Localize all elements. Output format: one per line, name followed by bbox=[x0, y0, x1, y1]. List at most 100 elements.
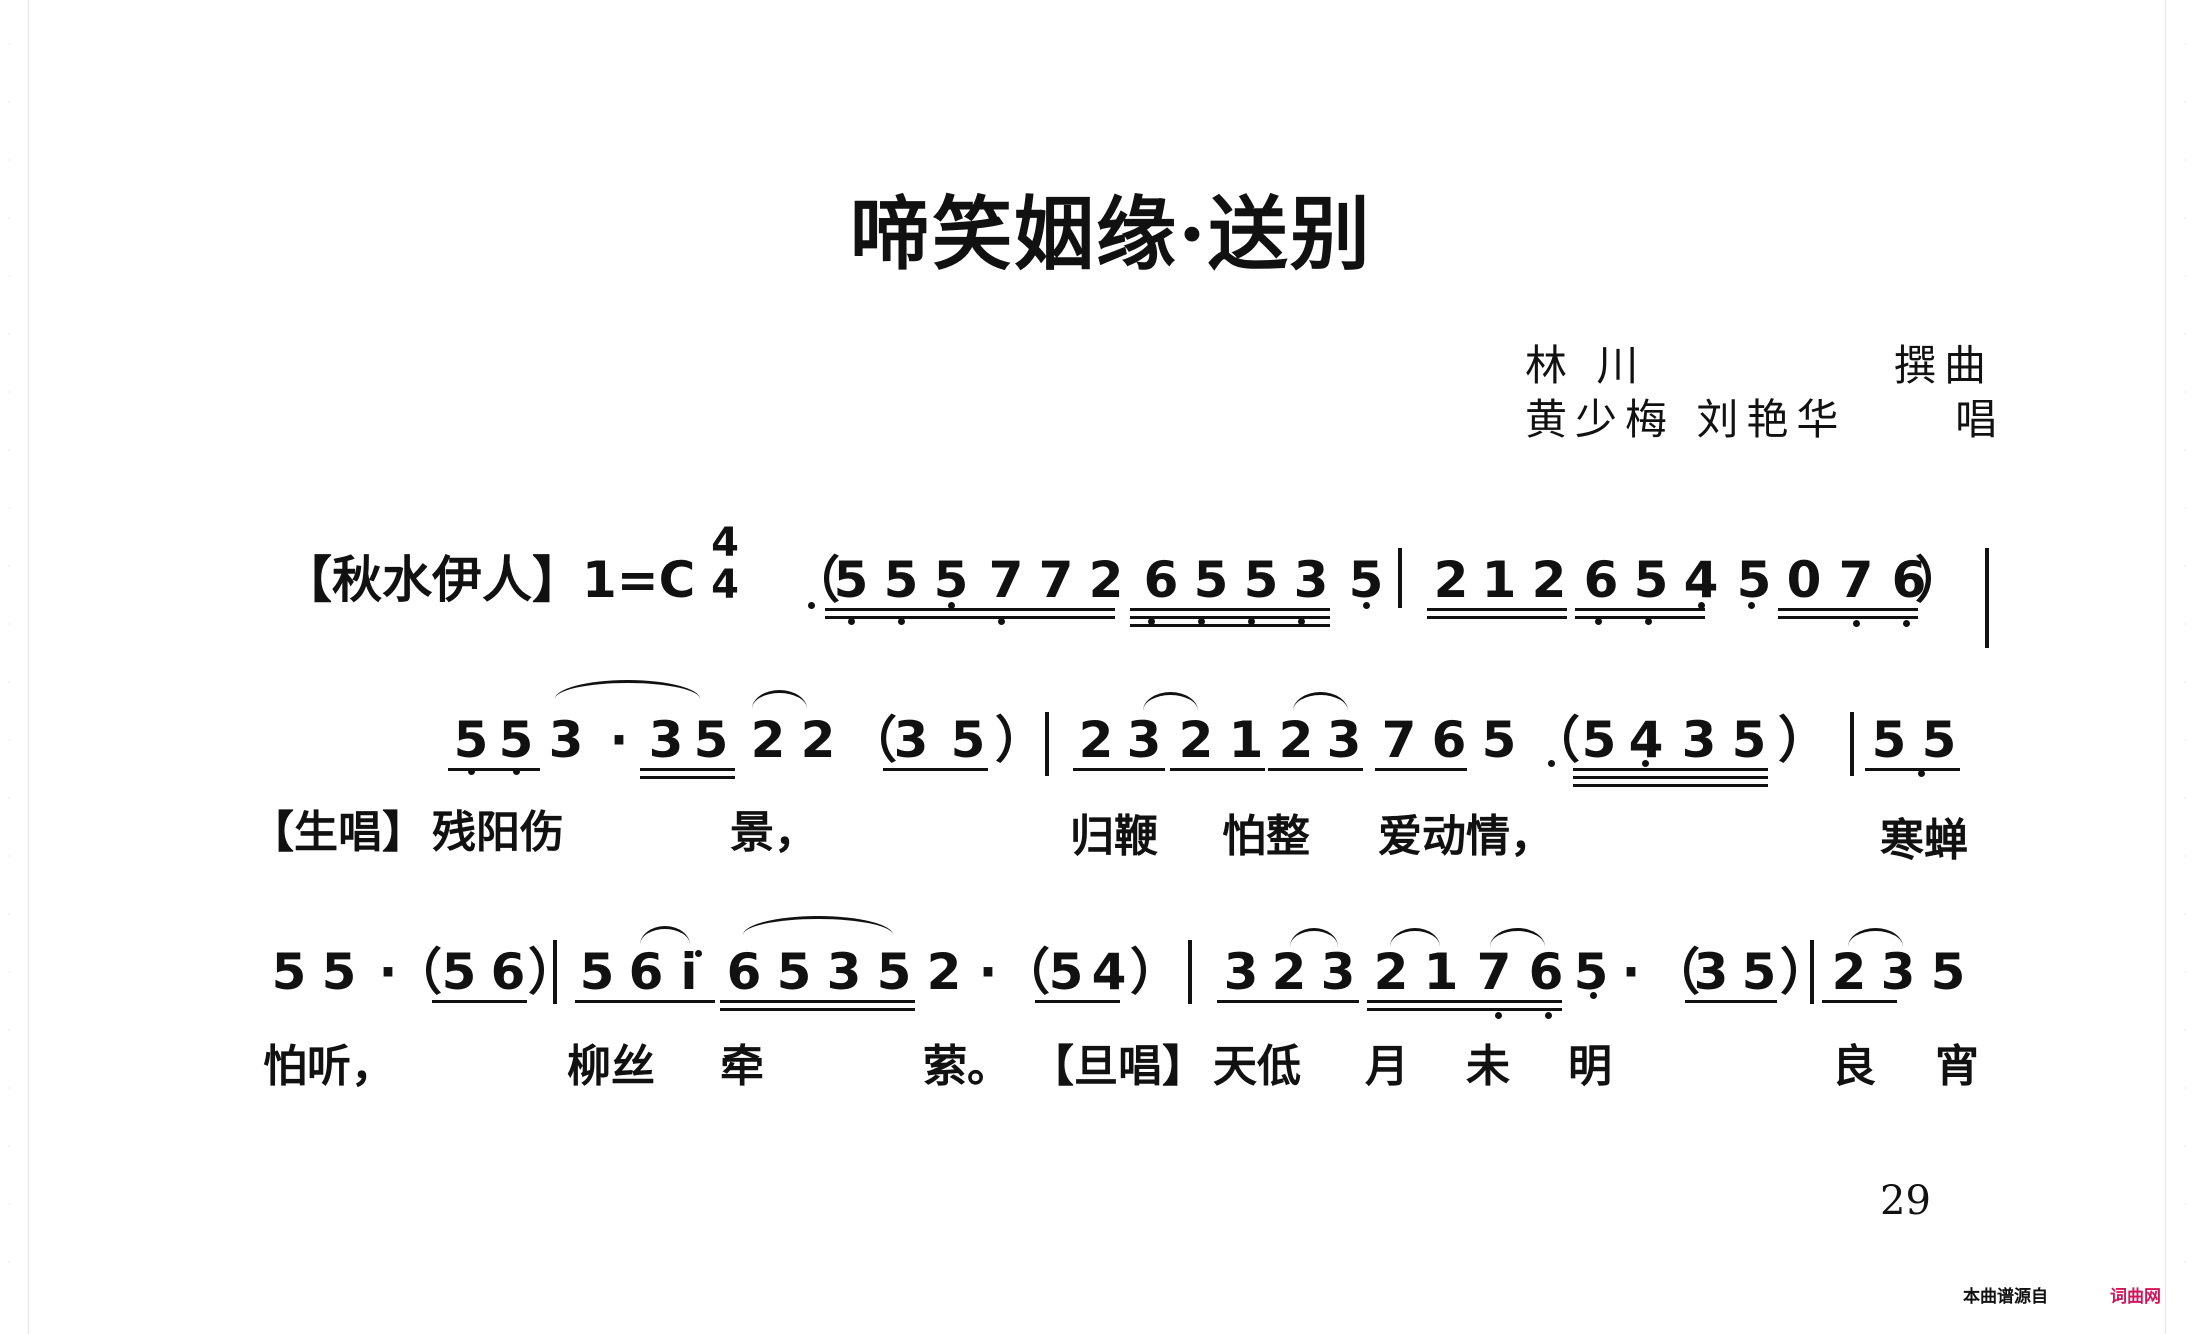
beam-line bbox=[1367, 1008, 1562, 1011]
margin-watermark: · bbox=[2183, 1258, 2187, 1267]
margin-watermark: · bbox=[7, 968, 11, 977]
beam-line bbox=[1130, 608, 1330, 611]
slur-arc bbox=[1848, 928, 1903, 947]
slur-arc bbox=[743, 916, 893, 935]
margin-watermark: · bbox=[7, 1084, 11, 1093]
beam-line bbox=[1427, 616, 1567, 619]
note-glyph: 6 bbox=[628, 943, 664, 1001]
lyric: 归鞭 bbox=[1070, 811, 1158, 862]
octave-dot bbox=[1545, 1012, 1552, 1019]
lyric: 明 bbox=[1568, 1041, 1612, 1092]
site-name-link[interactable]: 词曲网 bbox=[2110, 1287, 2161, 1307]
margin-watermark: · bbox=[7, 1142, 11, 1151]
source-label: 本曲谱源自 bbox=[1963, 1287, 2048, 1307]
note-glyph: ） bbox=[995, 711, 1045, 769]
octave-dot bbox=[1548, 760, 1555, 767]
note-glyph: 2 bbox=[1078, 711, 1114, 769]
note-glyph: 3 bbox=[826, 943, 862, 1001]
lyric: 寒蝉 bbox=[1880, 815, 1968, 866]
note-glyph: 7 bbox=[1476, 943, 1512, 1001]
margin-watermark: · bbox=[2183, 446, 2187, 455]
note-glyph: 7 bbox=[988, 551, 1024, 609]
note-glyph: 4 bbox=[1683, 551, 1719, 609]
note-glyph: 2 bbox=[1373, 943, 1409, 1001]
lyric: 柳丝 bbox=[567, 1041, 655, 1092]
lyric-role-sheng: 【生唱】 bbox=[250, 807, 426, 858]
note-glyph: 3 bbox=[1693, 943, 1729, 1001]
beam-line bbox=[432, 1000, 527, 1003]
margin-watermark: · bbox=[7, 272, 11, 281]
beam-line bbox=[1573, 768, 1768, 771]
left-margin-strip bbox=[0, 0, 29, 1334]
note-glyph: i bbox=[680, 943, 698, 1001]
margin-watermark: · bbox=[7, 562, 11, 571]
note-glyph: 3 bbox=[893, 711, 929, 769]
beam-line bbox=[825, 608, 1115, 611]
slur-arc bbox=[640, 926, 690, 945]
lyric: 天低 bbox=[1213, 1041, 1301, 1092]
tune-name: 【秋水伊人】1=C bbox=[282, 551, 696, 609]
barline bbox=[1398, 548, 1402, 608]
lyric: 未 bbox=[1466, 1041, 1510, 1092]
lyric: 爱动情， bbox=[1378, 811, 1554, 862]
octave-dot bbox=[898, 618, 905, 625]
beam-line bbox=[1073, 768, 1165, 771]
barline-final bbox=[1985, 548, 1989, 648]
note-glyph: 0 bbox=[1786, 551, 1822, 609]
singer-names: 黄少梅 刘艳华 bbox=[1525, 395, 1847, 444]
beam-line bbox=[883, 768, 988, 771]
beam-line bbox=[1822, 1000, 1897, 1003]
beam-line bbox=[720, 1000, 915, 1003]
note-glyph: 5 bbox=[1731, 711, 1767, 769]
meter-bottom: 4 bbox=[711, 562, 739, 608]
composer-names: 林 川 bbox=[1525, 341, 1647, 390]
lyric: 良 bbox=[1832, 1041, 1876, 1092]
note-glyph: ） bbox=[1915, 551, 1965, 609]
lyric: 怕听， bbox=[263, 1041, 395, 1092]
lyric: 月 bbox=[1365, 1041, 1409, 1092]
octave-dot bbox=[695, 950, 702, 957]
note-glyph: 5 bbox=[321, 943, 357, 1001]
note-glyph: 5 bbox=[883, 551, 919, 609]
margin-watermark: · bbox=[7, 910, 11, 919]
octave-dot bbox=[1148, 618, 1155, 625]
beam-line bbox=[1573, 776, 1768, 779]
note-glyph: ） bbox=[1778, 711, 1828, 769]
note-glyph: · bbox=[609, 711, 629, 769]
note-glyph: 5 bbox=[1633, 551, 1669, 609]
note-glyph: 5 bbox=[950, 711, 986, 769]
octave-dot bbox=[1590, 992, 1597, 999]
beam-line bbox=[1375, 768, 1467, 771]
beam-line bbox=[1778, 616, 1918, 619]
note-glyph: 5 bbox=[498, 711, 534, 769]
margin-watermark: · bbox=[7, 620, 11, 629]
note-glyph: 5 bbox=[693, 711, 729, 769]
note-glyph: 5 bbox=[1048, 943, 1084, 1001]
beam-line bbox=[640, 768, 735, 771]
margin-watermark: · bbox=[2183, 156, 2187, 165]
barline bbox=[1810, 940, 1814, 1004]
note-glyph: 6 bbox=[1431, 711, 1467, 769]
octave-dot bbox=[808, 602, 815, 609]
note-glyph: 5 bbox=[1193, 551, 1229, 609]
octave-dot bbox=[998, 618, 1005, 625]
beam-line bbox=[1130, 624, 1330, 627]
note-glyph: 2 bbox=[750, 711, 786, 769]
beam-line bbox=[1170, 768, 1265, 771]
octave-dot bbox=[1698, 602, 1705, 609]
octave-dot bbox=[1248, 618, 1255, 625]
lyric: 萦。 bbox=[923, 1041, 1011, 1092]
margin-watermark: · bbox=[2183, 562, 2187, 571]
beam-line bbox=[1427, 608, 1567, 611]
note-glyph: 6 bbox=[1891, 551, 1927, 609]
beam-line bbox=[1217, 1000, 1359, 1003]
beam-line bbox=[1685, 1000, 1777, 1003]
margin-watermark: · bbox=[2183, 968, 2187, 977]
note-glyph: 5 bbox=[1871, 711, 1907, 769]
octave-dot bbox=[1903, 620, 1910, 627]
margin-watermark: · bbox=[7, 1026, 11, 1035]
slur-arc bbox=[1390, 928, 1440, 947]
note-glyph: 7 bbox=[1038, 551, 1074, 609]
note-glyph: 5 bbox=[453, 711, 489, 769]
margin-watermark: · bbox=[7, 388, 11, 397]
